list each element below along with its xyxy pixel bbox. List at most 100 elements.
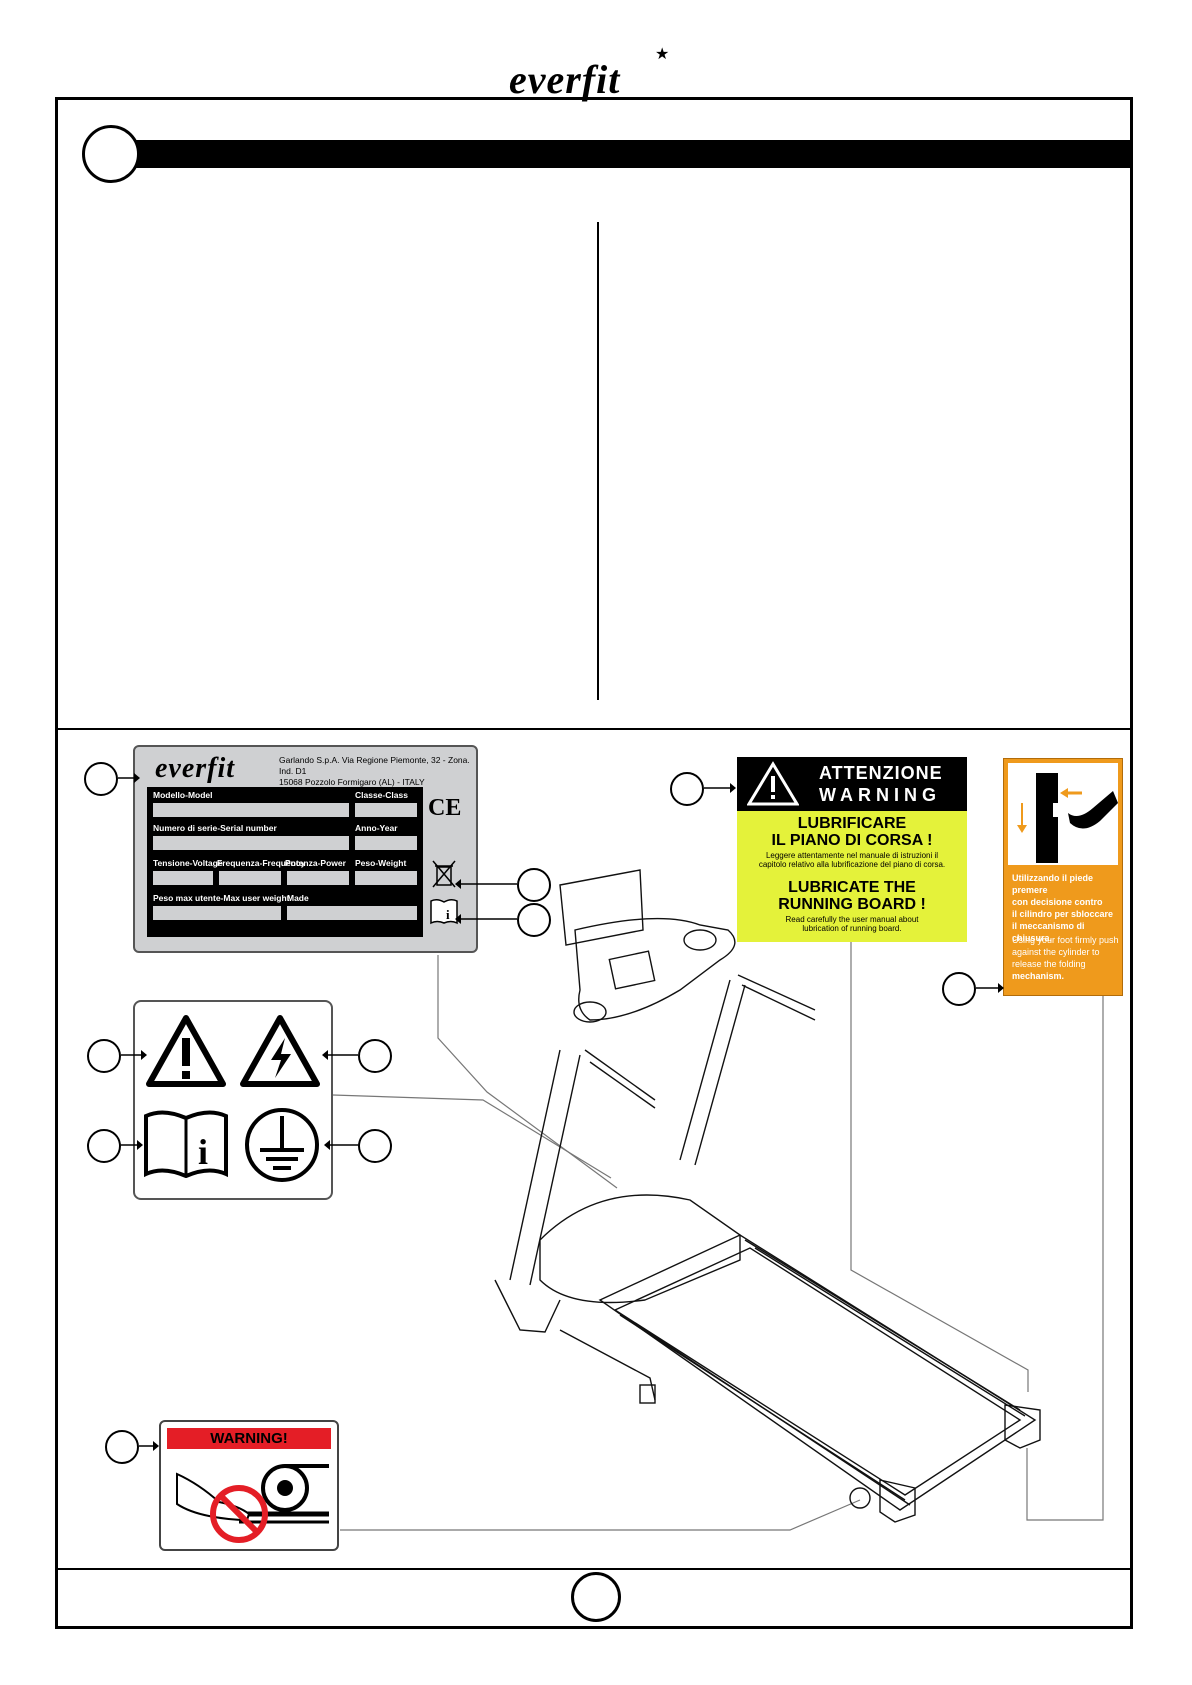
section-header-bar (90, 140, 1133, 168)
page-frame (55, 97, 1133, 1629)
callout-folding (942, 972, 976, 1006)
arrow-icon (976, 983, 1004, 993)
callout-warning-symbol (87, 1039, 121, 1073)
weight-field (355, 871, 417, 885)
text-en-4: mechanism. (1012, 971, 1065, 981)
belt-warning-label: WARNING! (159, 1420, 339, 1551)
max-user-weight-field (153, 906, 281, 920)
section-divider-bottom (55, 1568, 1133, 1570)
body-en: Read carefully the user manual about lub… (737, 915, 967, 933)
frequency-label: Frequenza-Frequency (217, 858, 306, 868)
text-it-1: Utilizzando il piede premere (1012, 873, 1094, 895)
folding-text-en: Using your foot firmly push against the … (1012, 934, 1120, 982)
warning-header: ATTENZIONE WARNING (737, 757, 967, 811)
serial-label: Numero di serie-Serial number (153, 823, 277, 833)
callout-plate (84, 762, 118, 796)
body-it-2: capitolo relativo alla lubrificazione de… (758, 860, 946, 869)
ce-mark-icon: CE (428, 795, 462, 821)
model-field (153, 803, 349, 817)
body-en-2: lubrication of running board. (802, 924, 902, 933)
company-line-1: Garlando S.p.A. Via Regione Piemonte, 32… (279, 755, 470, 776)
year-field (355, 836, 417, 850)
callout-weee (517, 868, 551, 902)
body-it: Leggere attentamente nel manuale di istr… (737, 851, 967, 869)
made-label: Made (287, 893, 309, 903)
power-field (287, 871, 349, 885)
rating-plate: everfit Garlando S.p.A. Via Regione Piem… (133, 745, 478, 953)
earth-ground-icon (245, 1108, 319, 1182)
plate-company-address: Garlando S.p.A. Via Regione Piemonte, 32… (279, 755, 476, 788)
text-en-1: Using your foot firmly push (1012, 935, 1119, 945)
text-it-3: il cilindro per sbloccare (1012, 909, 1114, 919)
arrow-icon (455, 914, 517, 924)
arrow-icon (322, 1050, 358, 1060)
brand-logo: everfit (509, 57, 621, 102)
plate-icons-column: CE i (423, 787, 467, 937)
svg-text:i: i (446, 907, 450, 922)
arrow-icon (139, 1441, 159, 1451)
callout-shock-symbol (358, 1039, 392, 1073)
callout-lubricate (670, 772, 704, 806)
page-number-circle (571, 1572, 621, 1622)
treadmill-drawing (494, 869, 1041, 1523)
arrow-icon (324, 1140, 358, 1150)
arrow-icon (455, 879, 517, 889)
safety-symbols-panel: i (133, 1000, 333, 1200)
section-divider-top (55, 728, 1133, 730)
callout-manual (517, 903, 551, 937)
callout-belt-warning (105, 1430, 139, 1464)
heading-en-1: LUBRICATE THE (788, 879, 916, 896)
heading-en: LUBRICATE THE RUNNING BOARD ! (737, 879, 967, 913)
foot-press-icon (1017, 773, 1118, 863)
folding-text-it: Utilizzando il piede premere con decisio… (1012, 872, 1120, 944)
weight-label: Peso-Weight (355, 858, 407, 868)
warning-triangle-icon (747, 761, 799, 806)
text-en-3: release the folding (1012, 959, 1086, 969)
arrow-icon (704, 783, 736, 793)
callout-manual-symbol (87, 1129, 121, 1163)
no-hands-icon (176, 1464, 329, 1543)
made-field (287, 906, 417, 920)
max-user-weight-label: Peso max utente-Max user weight (153, 893, 290, 903)
title-it: ATTENZIONE (819, 763, 943, 783)
heading-it-2: IL PIANO DI CORSA ! (771, 832, 933, 849)
voltage-field (153, 871, 213, 885)
callout-ground-symbol (358, 1129, 392, 1163)
text-it-4: il meccanismo di chiusura. (1012, 921, 1085, 943)
year-label: Anno-Year (355, 823, 398, 833)
warning-triangle-icon (146, 1015, 226, 1087)
company-line-2: 15068 Pozzolo Formigaro (AL) - ITALY (279, 777, 425, 787)
svg-text:i: i (198, 1132, 208, 1172)
arrow-icon (121, 1050, 147, 1060)
arrow-icon (118, 773, 140, 783)
heading-it-1: LUBRIFICARE (797, 815, 907, 832)
text-it-2: con decisione contro (1012, 897, 1103, 907)
belt-warning-title: WARNING! (167, 1428, 331, 1449)
heading-en-2: RUNNING BOARD ! (778, 896, 926, 913)
folding-diagram (1008, 763, 1118, 865)
star-icon: ★ (655, 46, 670, 63)
power-label: Potenza-Power (285, 858, 346, 868)
weee-bin-icon (432, 860, 456, 888)
manual-info-icon: i (430, 898, 458, 925)
electric-shock-icon (240, 1015, 320, 1087)
section-number-circle (82, 125, 140, 183)
serial-field (153, 836, 349, 850)
column-divider (597, 222, 599, 700)
plate-data-panel: Modello-Model Classe-Class Numero di ser… (147, 787, 467, 937)
folding-mechanism-label: Utilizzando il piede premere con decisio… (1003, 758, 1123, 996)
body-it-1: Leggere attentamente nel manuale di istr… (765, 851, 939, 860)
lubricate-warning-label: ATTENZIONE WARNING LUBRIFICARE IL PIANO … (737, 757, 967, 942)
class-label: Classe-Class (355, 790, 408, 800)
voltage-label: Tensione-Voltage (153, 858, 223, 868)
body-en-1: Read carefully the user manual about (785, 915, 919, 924)
text-en-2: against the cylinder to (1012, 947, 1100, 957)
heading-it: LUBRIFICARE IL PIANO DI CORSA ! (737, 815, 967, 849)
manual-info-icon: i (144, 1110, 228, 1178)
model-label: Modello-Model (153, 790, 213, 800)
plate-logo: everfit (155, 753, 236, 784)
class-field (355, 803, 417, 817)
title-en: WARNING (819, 785, 941, 805)
frequency-field (219, 871, 281, 885)
